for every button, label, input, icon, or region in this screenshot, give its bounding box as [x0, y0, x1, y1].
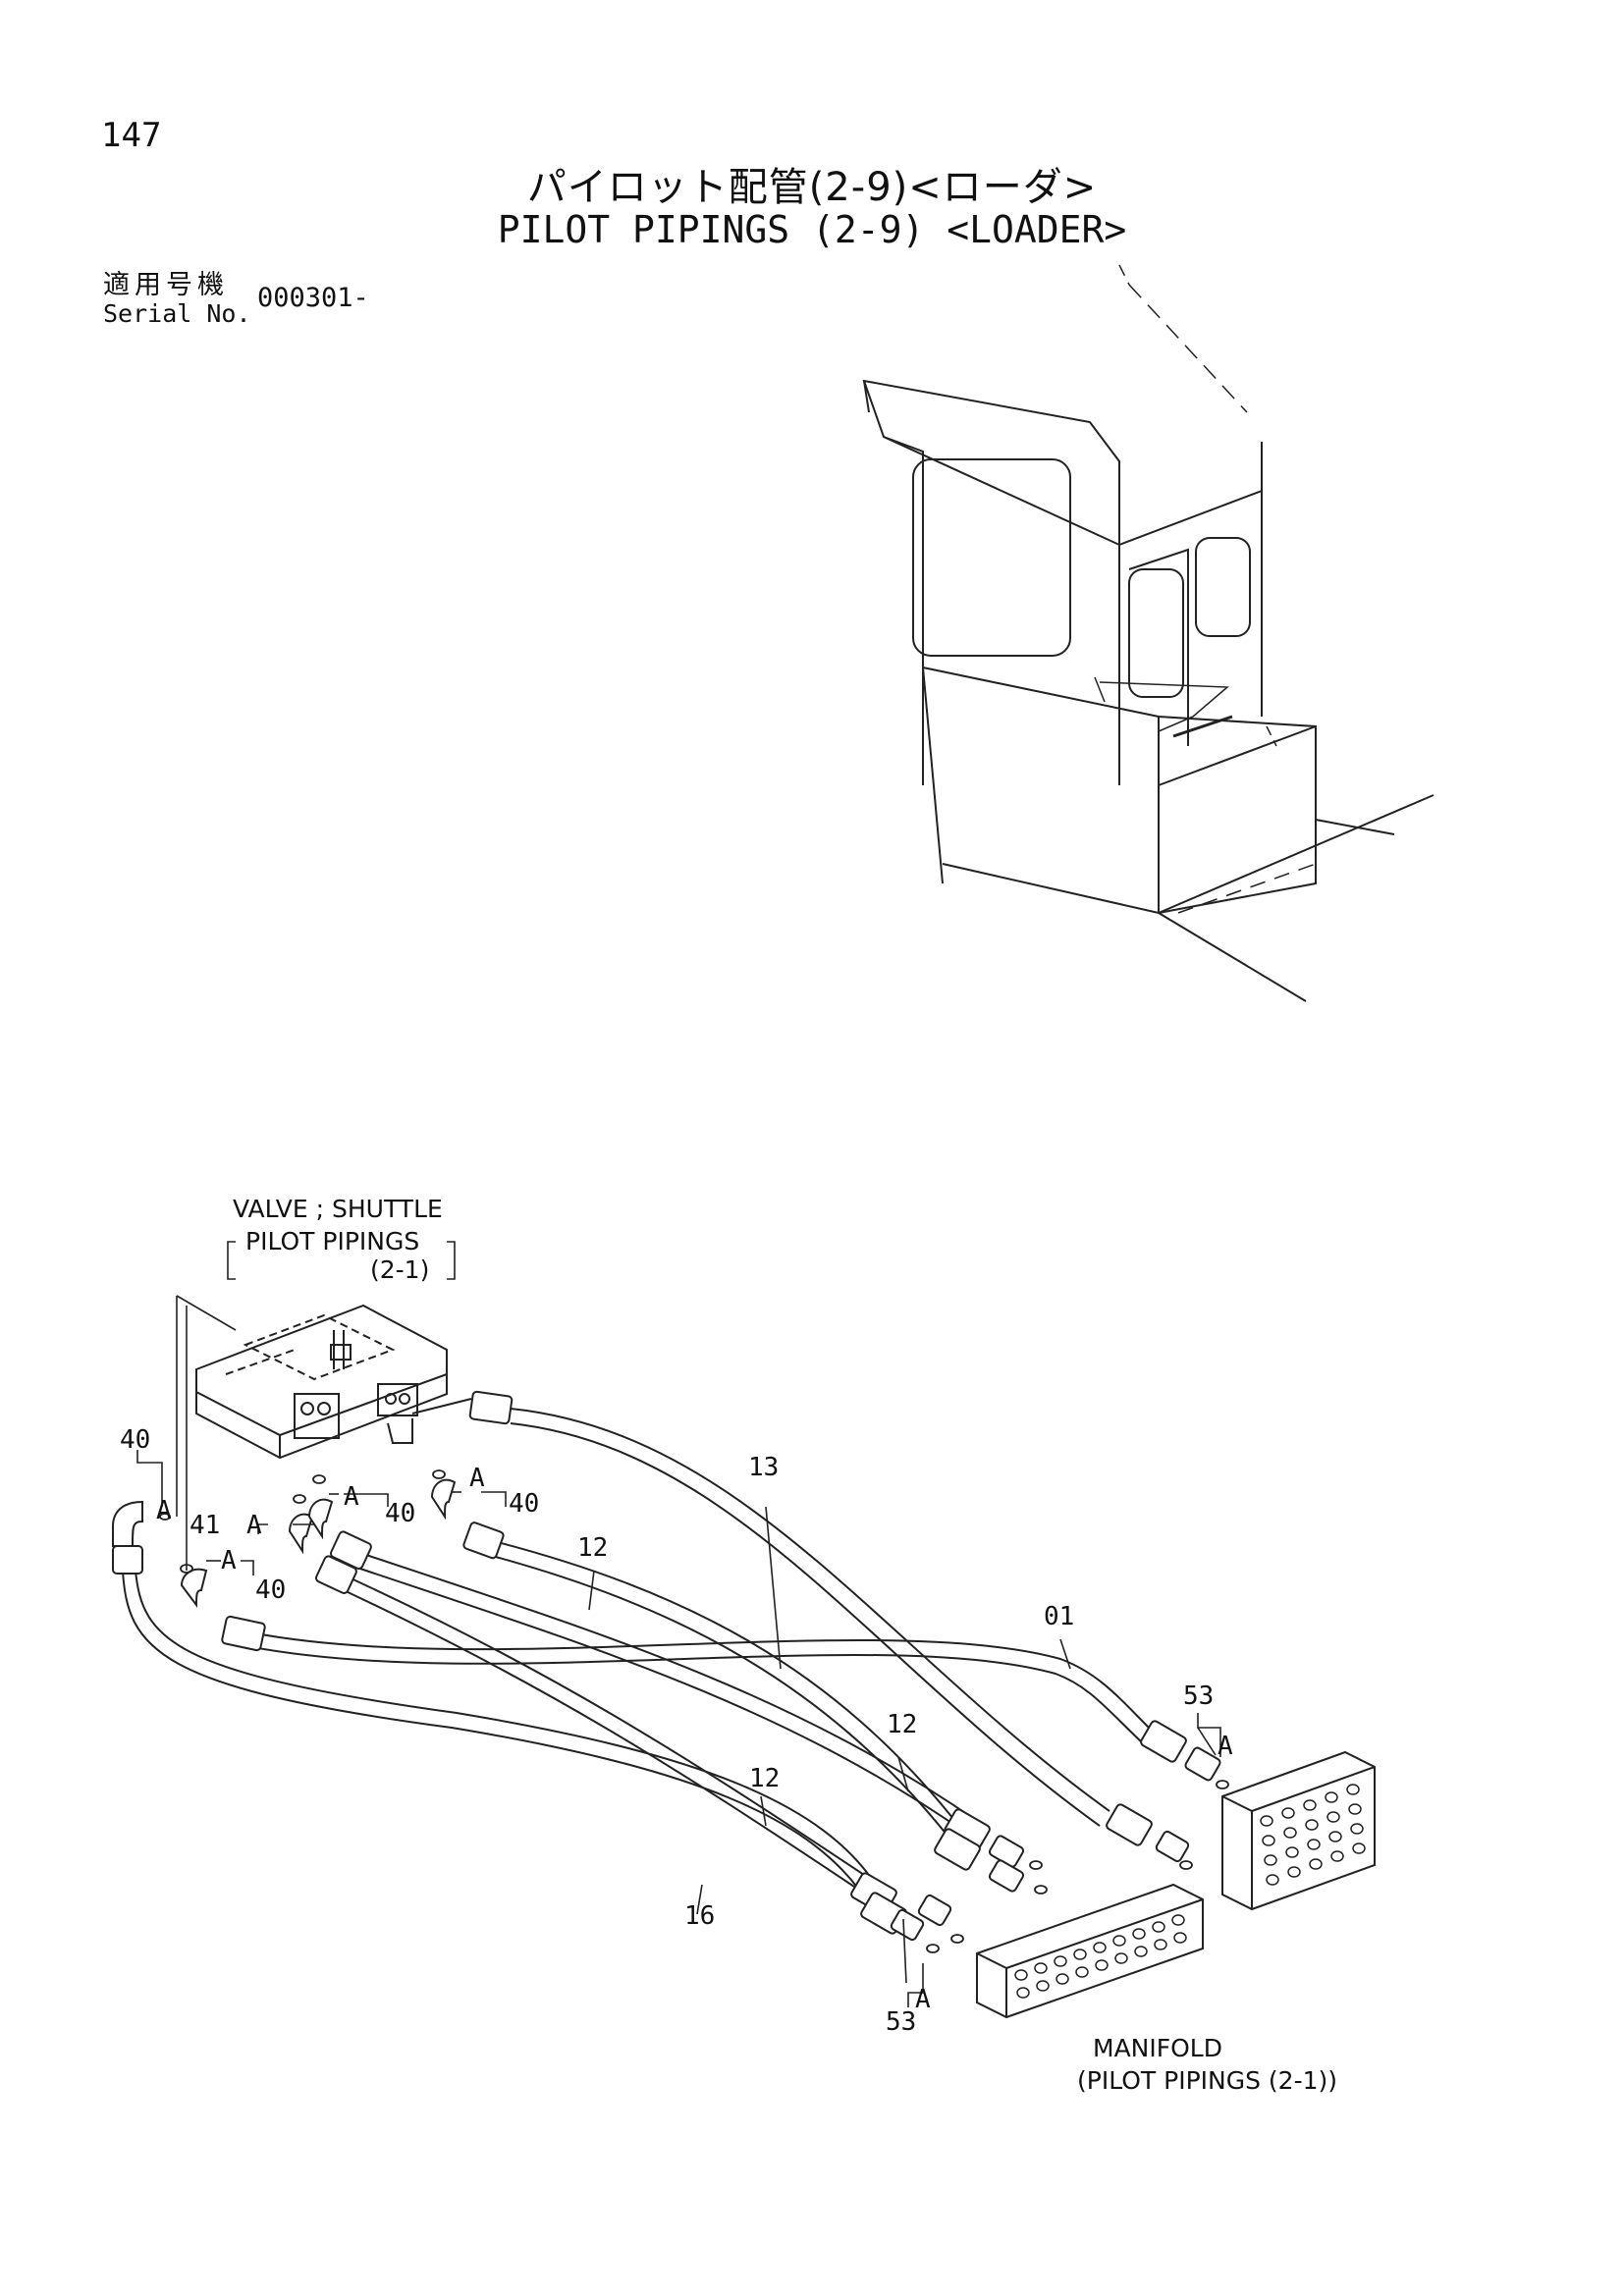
manifold-port-hole — [1093, 1942, 1107, 1953]
callout-13: 13 — [748, 1453, 779, 1482]
callout-12-lower: 12 — [749, 1764, 780, 1793]
callout-12-upper: 12 — [577, 1533, 608, 1563]
manifold-port-hole — [1034, 1962, 1048, 1974]
callout-a-53-lower: A — [915, 1985, 931, 2014]
manifold-port-hole — [1036, 1980, 1050, 1992]
manifold-front — [976, 1883, 1204, 2019]
manifold-port-hole — [1285, 1846, 1299, 1858]
manifold-port-hole — [1173, 1932, 1187, 1944]
manifold-port-hole — [1328, 1831, 1342, 1842]
cab-overview-illustration — [862, 264, 1435, 1002]
manifold-label: MANIFOLD — [1093, 2034, 1222, 2062]
serial-label-english: Serial No. — [103, 299, 251, 328]
callout-40-low: 40 — [255, 1575, 286, 1605]
callout-12-middle: 12 — [887, 1710, 917, 1739]
manifold-port-hole — [1348, 1803, 1362, 1815]
valve-pilot-pipings-ref: (2-1) — [370, 1255, 429, 1284]
page-title-japanese: パイロット配管(2-9)<ローダ> — [526, 165, 1098, 210]
manifold-port-hole — [1114, 1952, 1128, 1964]
manifold-port-hole — [1309, 1858, 1323, 1870]
page-number: 147 — [101, 116, 162, 155]
callout-53-lower: 53 — [886, 2007, 916, 2037]
manifold-port-hole — [1016, 1987, 1030, 1999]
manifold-front-ports — [1014, 1914, 1187, 1999]
manifold-port-hole — [1330, 1850, 1344, 1862]
manifold-port-hole — [1307, 1839, 1321, 1850]
manifold-port-hole — [1132, 1928, 1146, 1940]
manifold-port-hole — [1154, 1939, 1167, 1950]
manifold-port-hole — [1056, 1973, 1069, 1985]
page-title-english: PILOT PIPINGS (2-9) <LOADER> — [497, 208, 1127, 251]
manifold-port-hole — [1346, 1784, 1360, 1795]
callout-53-upper: 53 — [1183, 1682, 1214, 1711]
callout-a-53-upper: A — [1218, 1732, 1233, 1761]
callout-16: 16 — [684, 1901, 715, 1931]
callout-a-low: A — [221, 1546, 237, 1575]
manifold-port-hole — [1283, 1827, 1297, 1839]
manifold-pilot-pipings-ref: (PILOT PIPINGS (2-1)) — [1077, 2066, 1337, 2095]
manifold-port-hole — [1287, 1866, 1301, 1878]
manifold-port-hole — [1014, 1969, 1028, 1981]
manifold-port-hole — [1054, 1955, 1067, 1967]
manifold-port-hole — [1281, 1807, 1295, 1819]
valve-shuttle-label: VALVE ; SHUTTLE — [233, 1195, 443, 1223]
manifold-rear — [1221, 1750, 1376, 1911]
callout-a-right: A — [469, 1464, 485, 1493]
manifold-port-hole — [1326, 1811, 1340, 1823]
valve-pilot-pipings-label: PILOT PIPINGS — [245, 1227, 419, 1255]
hoses — [122, 1408, 1155, 1905]
manifold-port-hole — [1266, 1874, 1279, 1886]
serial-label-japanese: 適用号機 — [103, 270, 229, 300]
manifold-port-hole — [1262, 1835, 1275, 1846]
manifold-port-hole — [1303, 1799, 1317, 1811]
manifold-port-hole — [1350, 1823, 1364, 1835]
manifold-port-hole — [1152, 1921, 1165, 1933]
manifold-port-hole — [1075, 1966, 1089, 1978]
callout-40-mid: 40 — [385, 1499, 415, 1528]
manifold-port-hole — [1305, 1819, 1319, 1831]
manifold-port-hole — [1171, 1914, 1185, 1926]
callout-41: 41 — [189, 1511, 220, 1540]
callout-a-41: A — [246, 1511, 262, 1540]
manifold-port-hole — [1112, 1935, 1126, 1947]
manifold-port-hole — [1325, 1791, 1338, 1803]
serial-number-value: 000301- — [257, 283, 369, 313]
manifold-port-hole — [1095, 1959, 1109, 1971]
manifold-rear-ports — [1260, 1784, 1366, 1886]
manifold-port-hole — [1264, 1854, 1277, 1866]
manifold-port-hole — [1352, 1842, 1366, 1854]
callout-a-left: A — [156, 1496, 172, 1525]
fittings — [112, 1390, 1221, 1942]
callout-01: 01 — [1044, 1602, 1074, 1631]
manifold-port-hole — [1134, 1946, 1148, 1957]
manifold-port-hole — [1073, 1949, 1087, 1960]
callout-a-mid: A — [344, 1482, 359, 1512]
shuttle-valve-block — [195, 1304, 472, 1460]
manifold-port-hole — [1260, 1815, 1273, 1827]
o-rings — [159, 1469, 1229, 1953]
callout-40-left: 40 — [120, 1425, 150, 1455]
leader-lines — [136, 1241, 1221, 2007]
callout-40-right: 40 — [509, 1489, 539, 1519]
